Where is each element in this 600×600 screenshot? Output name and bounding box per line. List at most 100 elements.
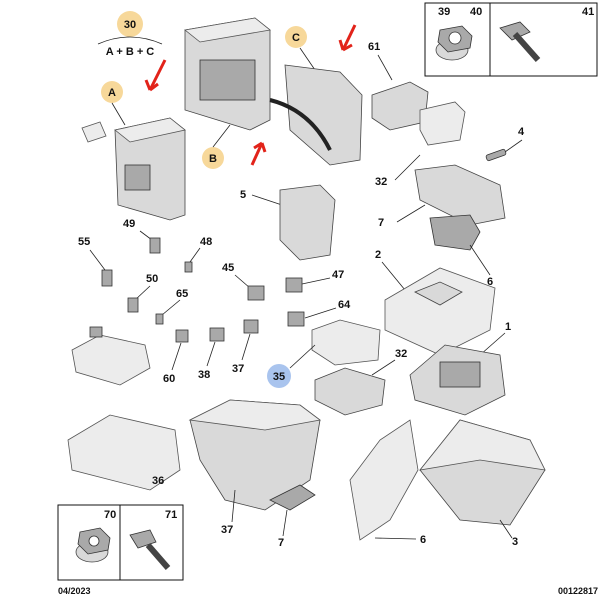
leader-36 bbox=[377, 54, 393, 81]
part-10-bracket bbox=[429, 214, 481, 251]
letter-b: B bbox=[209, 153, 217, 165]
part-4: 4 bbox=[485, 126, 525, 162]
leader-48 bbox=[241, 333, 251, 361]
relay-64-icon bbox=[287, 311, 305, 327]
label-41: 41 bbox=[582, 6, 594, 18]
fuse-55-icon bbox=[149, 237, 161, 254]
label-40: 40 bbox=[470, 6, 482, 18]
part-2-cover bbox=[384, 267, 496, 356]
leader-4 bbox=[504, 139, 523, 153]
fuse-60-icon bbox=[127, 297, 139, 313]
fastener-box-bottom: 70 71 bbox=[57, 504, 184, 581]
part-45: 36 bbox=[67, 414, 181, 491]
leader-11 bbox=[396, 204, 426, 223]
part-7-bracket bbox=[269, 484, 316, 511]
part-6-bracket bbox=[349, 419, 419, 541]
group-30-number: 30 bbox=[124, 19, 136, 31]
fuse-holder bbox=[71, 326, 151, 386]
bolt-71-head-icon bbox=[129, 529, 157, 549]
arrow-b-icon bbox=[250, 141, 267, 166]
part-35-cover bbox=[311, 319, 381, 366]
relay-62-icon bbox=[175, 329, 189, 343]
part-2: 2 bbox=[375, 249, 496, 356]
label-38: 37 bbox=[221, 524, 233, 536]
module-b: B bbox=[184, 17, 271, 169]
label-48: 37 bbox=[232, 363, 244, 375]
label-5: 5 bbox=[240, 189, 246, 201]
module-a-connector bbox=[124, 164, 151, 191]
arrow-c-icon bbox=[338, 24, 357, 52]
label-1: 1 bbox=[505, 321, 511, 333]
label-3: 3 bbox=[512, 536, 518, 548]
letter-c-circle bbox=[285, 26, 307, 48]
label-65: 65 bbox=[176, 288, 188, 300]
leader-10 bbox=[469, 244, 491, 276]
leader-64 bbox=[304, 307, 337, 319]
part-2-emboss bbox=[414, 281, 463, 306]
part-3: 3 bbox=[419, 419, 546, 548]
fuse-holder-body bbox=[71, 334, 151, 386]
label-64: 64 bbox=[338, 299, 351, 311]
leader-2 bbox=[381, 261, 406, 291]
footer-date: 04/2023 bbox=[58, 586, 91, 596]
group-label-30: 30 A + B + C bbox=[97, 11, 163, 58]
leader-a bbox=[111, 102, 126, 126]
part-36-cover bbox=[419, 101, 466, 146]
leader-35 bbox=[289, 344, 316, 369]
leader-c bbox=[299, 47, 316, 71]
label-55: 49 bbox=[123, 218, 135, 230]
label-45: 36 bbox=[152, 475, 164, 487]
fuse-65-icon bbox=[155, 313, 164, 325]
part-10: 6 bbox=[429, 214, 493, 288]
arrow-a-icon bbox=[144, 59, 167, 92]
relay-clip-icon bbox=[81, 121, 107, 143]
part-32-35: 35 32 bbox=[267, 319, 407, 416]
relay-47-icon bbox=[285, 277, 303, 293]
part-11-ecu bbox=[414, 164, 506, 226]
relay-46-icon bbox=[247, 285, 265, 301]
small-relays: 49 48 55 50 65 45 47 64 60 38 37 bbox=[78, 218, 351, 385]
leader-50 bbox=[189, 247, 201, 263]
fuse-holder-tab bbox=[89, 326, 103, 338]
letter-b-circle bbox=[202, 147, 224, 169]
leader-3 bbox=[499, 519, 513, 539]
bolt-71-shank-icon bbox=[145, 543, 171, 570]
relay-49-icon bbox=[209, 327, 225, 342]
part-4-clip-icon bbox=[485, 148, 507, 162]
leader-65 bbox=[161, 299, 181, 316]
leader-61 bbox=[89, 249, 106, 271]
label-61: 55 bbox=[78, 236, 90, 248]
group-30-circle bbox=[117, 11, 143, 37]
footer-reference: 00122817 bbox=[558, 586, 598, 596]
part-1: 1 bbox=[409, 321, 511, 416]
label-71: 71 bbox=[165, 509, 177, 521]
leader-5 bbox=[251, 194, 283, 206]
leader-7 bbox=[282, 509, 288, 537]
label-49: 38 bbox=[198, 369, 210, 381]
module-b-fuse-block bbox=[199, 59, 256, 101]
leader-47 bbox=[301, 277, 331, 285]
leader-6 bbox=[374, 537, 417, 540]
label-6: 6 bbox=[420, 534, 426, 546]
part-38: 37 bbox=[188, 399, 321, 536]
part-3-rim bbox=[419, 419, 546, 471]
leader-1 bbox=[479, 332, 506, 356]
part-37-11: 32 7 bbox=[375, 154, 506, 229]
nut-hole-icon bbox=[448, 31, 462, 45]
part-1-fuses bbox=[439, 361, 481, 388]
leader-37 bbox=[394, 154, 421, 181]
nut-70-hole-icon bbox=[88, 535, 100, 547]
part-6: 6 bbox=[349, 419, 426, 546]
label-46: 45 bbox=[222, 262, 234, 274]
part-45-bracket bbox=[67, 414, 181, 491]
group-30-formula: A + B + C bbox=[106, 46, 155, 58]
leader-49 bbox=[206, 341, 216, 367]
label-7: 7 bbox=[278, 537, 284, 549]
letter-a: A bbox=[108, 87, 116, 99]
label-2: 2 bbox=[375, 249, 381, 261]
module-c: C bbox=[269, 24, 363, 166]
relay-48-icon bbox=[243, 319, 259, 334]
label-47: 47 bbox=[332, 269, 344, 281]
label-4: 4 bbox=[518, 126, 525, 138]
